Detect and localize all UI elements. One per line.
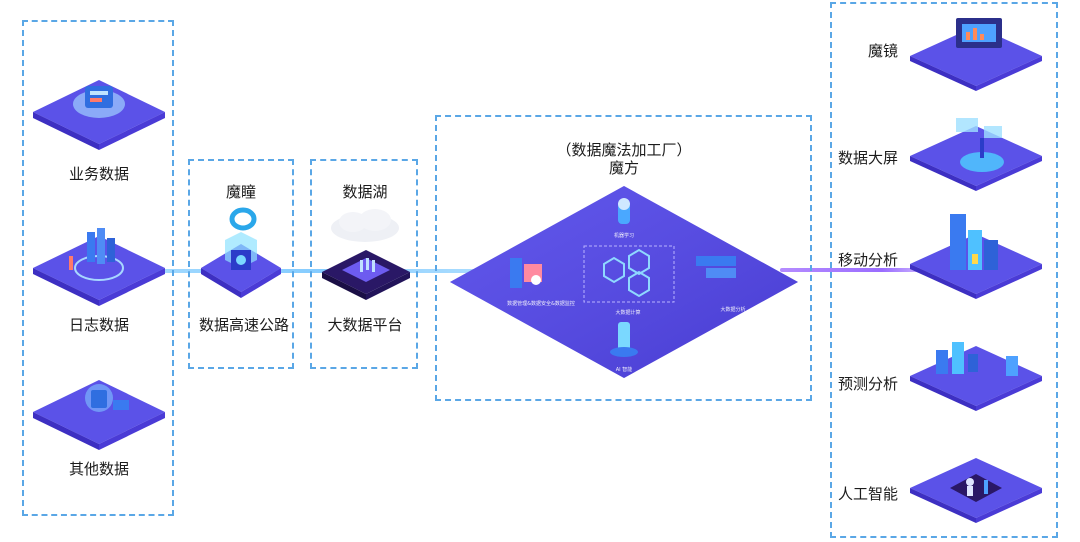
big-data-platform-icon: [322, 250, 410, 300]
eye-label: 数据高速公路: [198, 316, 290, 334]
module-big-compute: 大数据计算: [615, 310, 641, 316]
module-big-analytics: 大数据分析: [720, 307, 746, 313]
output-label-mirror: 魔镜: [868, 42, 899, 60]
eye-ring-icon: [229, 207, 257, 231]
output-label-predict: 预测分析: [838, 375, 899, 393]
factory-subtitle: （数据魔法加工厂）: [556, 141, 692, 159]
source-label-other: 其他数据: [68, 460, 130, 478]
outputs-box: [830, 2, 1058, 538]
data-screen-icon: [910, 118, 1042, 191]
output-label-screen: 数据大屏: [838, 149, 899, 167]
output-label-ai: 人工智能: [838, 485, 899, 503]
eye-title: 魔瞳: [225, 183, 257, 201]
other-data-icon: [33, 380, 165, 450]
source-label-log: 日志数据: [68, 316, 130, 334]
mobile-analytics-icon: [910, 214, 1042, 299]
predictive-analytics-icon: [910, 342, 1042, 411]
data-highway-icon: [201, 232, 281, 298]
artificial-intelligence-icon: [910, 458, 1042, 523]
magic-mirror-icon: [910, 18, 1042, 91]
lake-box: [310, 159, 418, 369]
source-label-business: 业务数据: [68, 165, 130, 183]
business-data-icon: [33, 80, 165, 150]
data-lake-cloud-icon: [331, 209, 399, 242]
module-ai: AI 智能: [615, 367, 633, 373]
lake-title: 数据湖: [342, 183, 388, 201]
beam-right: [780, 268, 950, 272]
sources-box: [22, 20, 174, 516]
log-data-icon: [33, 228, 165, 306]
factory-platform: [450, 186, 798, 378]
lake-label: 大数据平台: [327, 316, 403, 334]
factory-box: [435, 115, 812, 401]
factory-title: 魔方: [608, 159, 640, 177]
module-ml: 机器学习: [613, 233, 635, 239]
module-data-mgmt: 数据管理&数据安全&数据监控: [507, 301, 575, 307]
output-label-mobile: 移动分析: [838, 251, 899, 269]
eye-box: [188, 159, 294, 369]
